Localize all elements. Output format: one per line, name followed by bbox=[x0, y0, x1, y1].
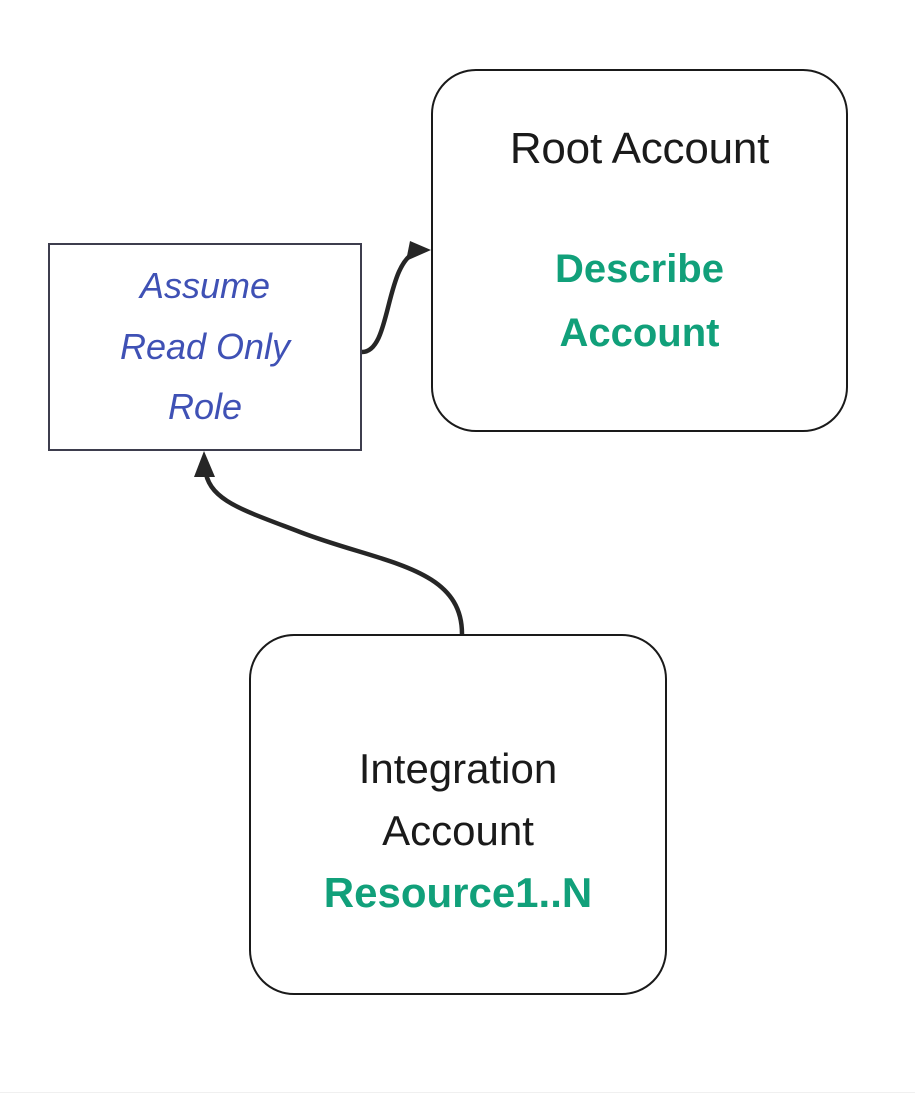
assume-label-line-1: Assume bbox=[139, 265, 271, 307]
integration-account-title-line-2: Account bbox=[382, 807, 534, 855]
assume-read-only-role-label: Assume Read Only Role bbox=[120, 256, 290, 437]
edge-integration-to-assume-arrowhead bbox=[194, 451, 215, 477]
edge-integration-to-assume-path bbox=[202, 465, 465, 637]
integration-account-title-line-1: Integration bbox=[358, 745, 558, 792]
integration-account-subtitle: Resource1..N bbox=[323, 869, 593, 917]
root-account-subtitle: Describe Account bbox=[555, 237, 724, 365]
edge-assume-to-root bbox=[359, 241, 431, 355]
node-assume-read-only-role[interactable]: Assume Read Only Role bbox=[48, 243, 362, 451]
integration-account-title: Integration Account bbox=[359, 738, 557, 862]
root-account-subtitle-line-1: Describe bbox=[555, 247, 724, 291]
node-integration-account[interactable]: Integration Account Resource1..N bbox=[249, 634, 667, 995]
assume-label-line-3: Role bbox=[167, 386, 243, 428]
root-account-subtitle-line-2: Account bbox=[559, 311, 720, 355]
root-account-title: Root Account bbox=[509, 124, 770, 173]
edge-integration-to-assume bbox=[194, 451, 465, 637]
assume-label-line-2: Read Only bbox=[119, 325, 291, 367]
edge-assume-to-root-arrowhead bbox=[406, 241, 431, 261]
node-root-account[interactable]: Root Account Describe Account bbox=[431, 69, 848, 432]
edge-assume-to-root-path bbox=[359, 248, 421, 355]
